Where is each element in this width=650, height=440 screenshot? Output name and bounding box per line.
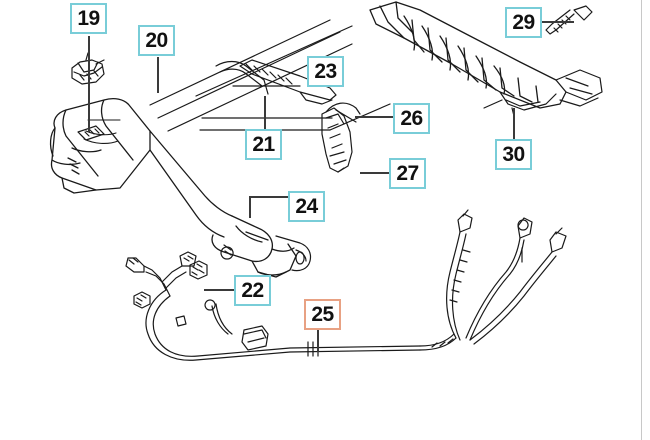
callout-24[interactable]: 24 <box>288 191 325 222</box>
callout-29[interactable]: 29 <box>505 7 542 38</box>
callout-20[interactable]: 20 <box>138 25 175 56</box>
leader-line-22 <box>204 289 235 291</box>
tailpipe-boss <box>220 244 234 260</box>
muffler-canister-outline <box>49 98 151 194</box>
callout-22[interactable]: 22 <box>234 275 271 306</box>
leader-line-27 <box>360 172 390 174</box>
callout-25[interactable]: 25 <box>304 299 341 330</box>
part-26-rod <box>325 102 361 123</box>
cable-harness <box>125 209 567 361</box>
leader-line-21 <box>264 96 266 130</box>
leader-line-26 <box>355 116 394 118</box>
leader-line-24-horizontal <box>249 196 289 198</box>
callout-27[interactable]: 27 <box>389 158 426 189</box>
callout-21[interactable]: 21 <box>245 129 282 160</box>
harness-nut <box>133 291 151 309</box>
manifold-flange <box>555 69 603 107</box>
callout-30[interactable]: 30 <box>495 139 532 170</box>
leader-line-20 <box>157 57 159 93</box>
part-21-rod <box>215 60 301 95</box>
leader-line-25 <box>317 330 319 352</box>
page-edge-rule <box>641 0 642 440</box>
callout-26[interactable]: 26 <box>393 103 430 134</box>
exhaust-manifold <box>369 1 567 109</box>
leader-line-24-vertical <box>249 196 251 218</box>
canister-top-pad <box>77 125 105 141</box>
part-23-arm <box>239 59 337 105</box>
leader-line-19 <box>88 36 90 132</box>
part-22-nut <box>189 260 208 280</box>
leader-line-29 <box>542 21 574 23</box>
part-27-hanger <box>321 107 353 173</box>
callout-19[interactable]: 19 <box>70 3 107 34</box>
part-29-bolt <box>545 5 593 35</box>
leader-line-30 <box>513 108 515 140</box>
part-24-outlet <box>275 235 312 272</box>
tail-pipe <box>149 130 297 278</box>
callout-23[interactable]: 23 <box>307 56 344 87</box>
